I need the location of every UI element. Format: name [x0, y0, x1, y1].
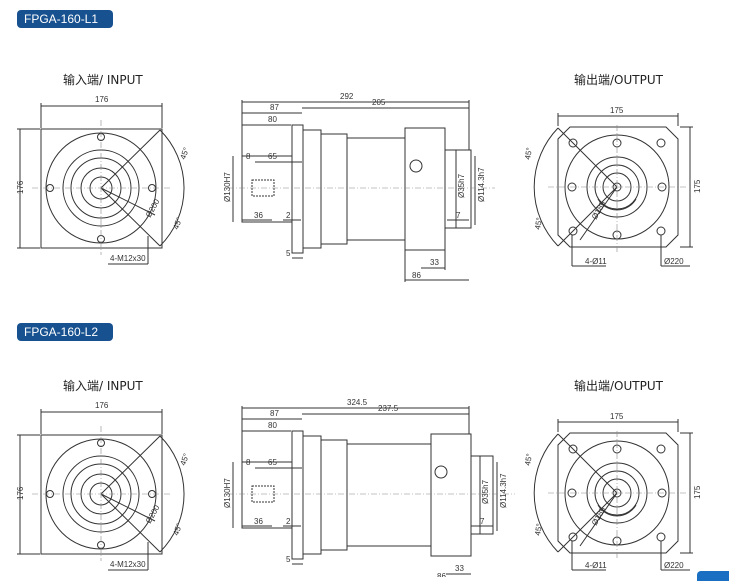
dim-height-input-l2: 176	[16, 486, 25, 500]
dim-bolt-circle-l2: Ø200	[144, 503, 162, 525]
dim-5-l1: 5	[286, 249, 291, 258]
model-badge-l1: FPGA-160-L1	[17, 10, 113, 28]
dim-86-l2: 86	[437, 572, 446, 577]
dim-36-l1: 36	[254, 211, 263, 220]
output-centerlines-l1	[548, 125, 688, 252]
output-label-l1: 输出端/OUTPUT	[574, 73, 663, 87]
side-view-l2	[232, 406, 498, 575]
drawing-l1: 176 176 45° 45° Ø200 4-M12x30	[16, 92, 702, 282]
input-view-l2	[17, 409, 185, 571]
input-centerlines-l1	[32, 120, 170, 255]
dim-out-angle-a-l2: 45°	[523, 453, 534, 466]
drawing-l2: 176 176 45° 45° Ø200 4-M12x30	[16, 398, 702, 577]
dim-bore-l2: Ø130H7	[223, 478, 232, 508]
dim-thread-l1: 4-M12x30	[110, 254, 146, 263]
dim-total-l1: 292	[340, 92, 354, 101]
output-label-l2: 输出端/OUTPUT	[574, 379, 663, 393]
input-view-l1	[17, 103, 185, 265]
dim-80-l2: 80	[268, 421, 277, 430]
dim-angle-b-l2: 45°	[171, 522, 184, 536]
dim-width-input-l2: 176	[95, 401, 109, 410]
output-centerlines-l2	[548, 431, 688, 558]
dim-angle-a-l1: 45°	[178, 146, 191, 160]
dim-width-output-l2: 175	[610, 412, 624, 421]
dim-86-l1: 86	[412, 271, 421, 280]
dim-33-l2: 33	[455, 564, 464, 573]
dim-65-l1: 65	[268, 152, 277, 161]
dim-out-angle-a-l1: 45°	[523, 147, 534, 160]
dim-body-l2: 237.5	[378, 404, 399, 413]
model-badge-l2: FPGA-160-L2	[17, 323, 113, 341]
dim-5-l2: 5	[286, 555, 291, 564]
dim-out-angle-b-l2: 45°	[533, 523, 544, 536]
dim-pcd-l2: Ø185	[590, 505, 608, 527]
dim-8-l2: 8	[246, 458, 251, 467]
dim-total-l2: 324.5	[347, 398, 368, 407]
dim-2-l1: 2	[286, 211, 291, 220]
side-view-l1	[232, 100, 476, 282]
dim-33-l1: 33	[430, 258, 439, 267]
dim-width-output-l1: 175	[610, 106, 624, 115]
dim-87-l2: 87	[270, 409, 279, 418]
dim-holes-l2: 4-Ø11	[585, 561, 607, 570]
input-centerlines-l2	[32, 426, 170, 561]
dim-87-l1: 87	[270, 103, 279, 112]
input-label-l1: 输入端/ INPUT	[63, 73, 143, 87]
output-view-l2	[533, 419, 693, 571]
dim-height-output-l2: 175	[693, 485, 702, 499]
dim-body-l1: 205	[372, 98, 386, 107]
dim-8-l1: 8	[246, 152, 251, 161]
dim-shaft-l1: Ø35h7	[457, 173, 466, 198]
dim-7-l1: 7	[456, 211, 461, 220]
dim-bolt-circle-l1: Ø200	[144, 197, 162, 219]
output-view-l1	[533, 113, 693, 267]
dim-65-l2: 65	[268, 458, 277, 467]
dim-flange-l2: Ø220	[664, 561, 684, 570]
dim-height-input-l1: 176	[16, 180, 25, 194]
dim-holes-l1: 4-Ø11	[585, 257, 607, 266]
dim-2-l2: 2	[286, 517, 291, 526]
dim-shaft-l2: Ø35h7	[481, 479, 490, 504]
dim-pilot-l2: Ø114.3h7	[499, 473, 508, 508]
dim-flange-l1: Ø220	[664, 257, 684, 266]
scroll-tab[interactable]	[697, 571, 729, 581]
dim-pcd-l1: Ø185	[590, 199, 608, 221]
dim-bore-l1: Ø130H7	[223, 172, 232, 202]
dim-thread-l2: 4-M12x30	[110, 560, 146, 569]
dim-80-l1: 80	[268, 115, 277, 124]
dim-width-input-l1: 176	[95, 95, 109, 104]
dim-7-l2: 7	[480, 517, 485, 526]
dim-out-angle-b-l1: 45°	[533, 217, 544, 230]
dim-height-output-l1: 175	[693, 179, 702, 193]
dim-angle-b-l1: 45°	[171, 216, 184, 230]
input-label-l2: 输入端/ INPUT	[63, 379, 143, 393]
dim-angle-a-l2: 45°	[178, 452, 191, 466]
dim-pilot-l1: Ø114.3h7	[477, 167, 486, 202]
dim-36-l2: 36	[254, 517, 263, 526]
